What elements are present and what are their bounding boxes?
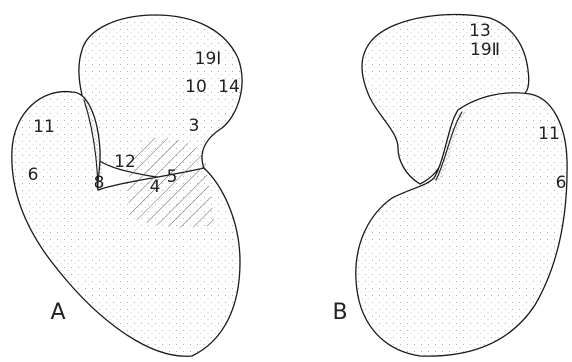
label-10: 10	[185, 77, 207, 97]
label-6: 6	[28, 165, 39, 185]
label-4: 4	[150, 177, 161, 197]
label-3: 3	[189, 116, 200, 136]
label-5: 5	[167, 167, 178, 187]
label-14: 14	[218, 77, 240, 97]
label-19II: 19Ⅱ	[470, 40, 500, 60]
label-11: 11	[33, 117, 55, 137]
label-12: 12	[114, 152, 136, 172]
label-6-b: 6	[556, 173, 567, 193]
label-11-b: 11	[538, 124, 560, 144]
label-19I: 19Ⅰ	[195, 49, 222, 69]
label-8: 8	[94, 173, 105, 193]
panel-a-letter: A	[50, 300, 65, 325]
panel-b-lower-lobe	[356, 93, 567, 356]
panel-b-letter: B	[332, 300, 347, 325]
label-13: 13	[469, 21, 491, 41]
panel-b	[356, 14, 567, 356]
